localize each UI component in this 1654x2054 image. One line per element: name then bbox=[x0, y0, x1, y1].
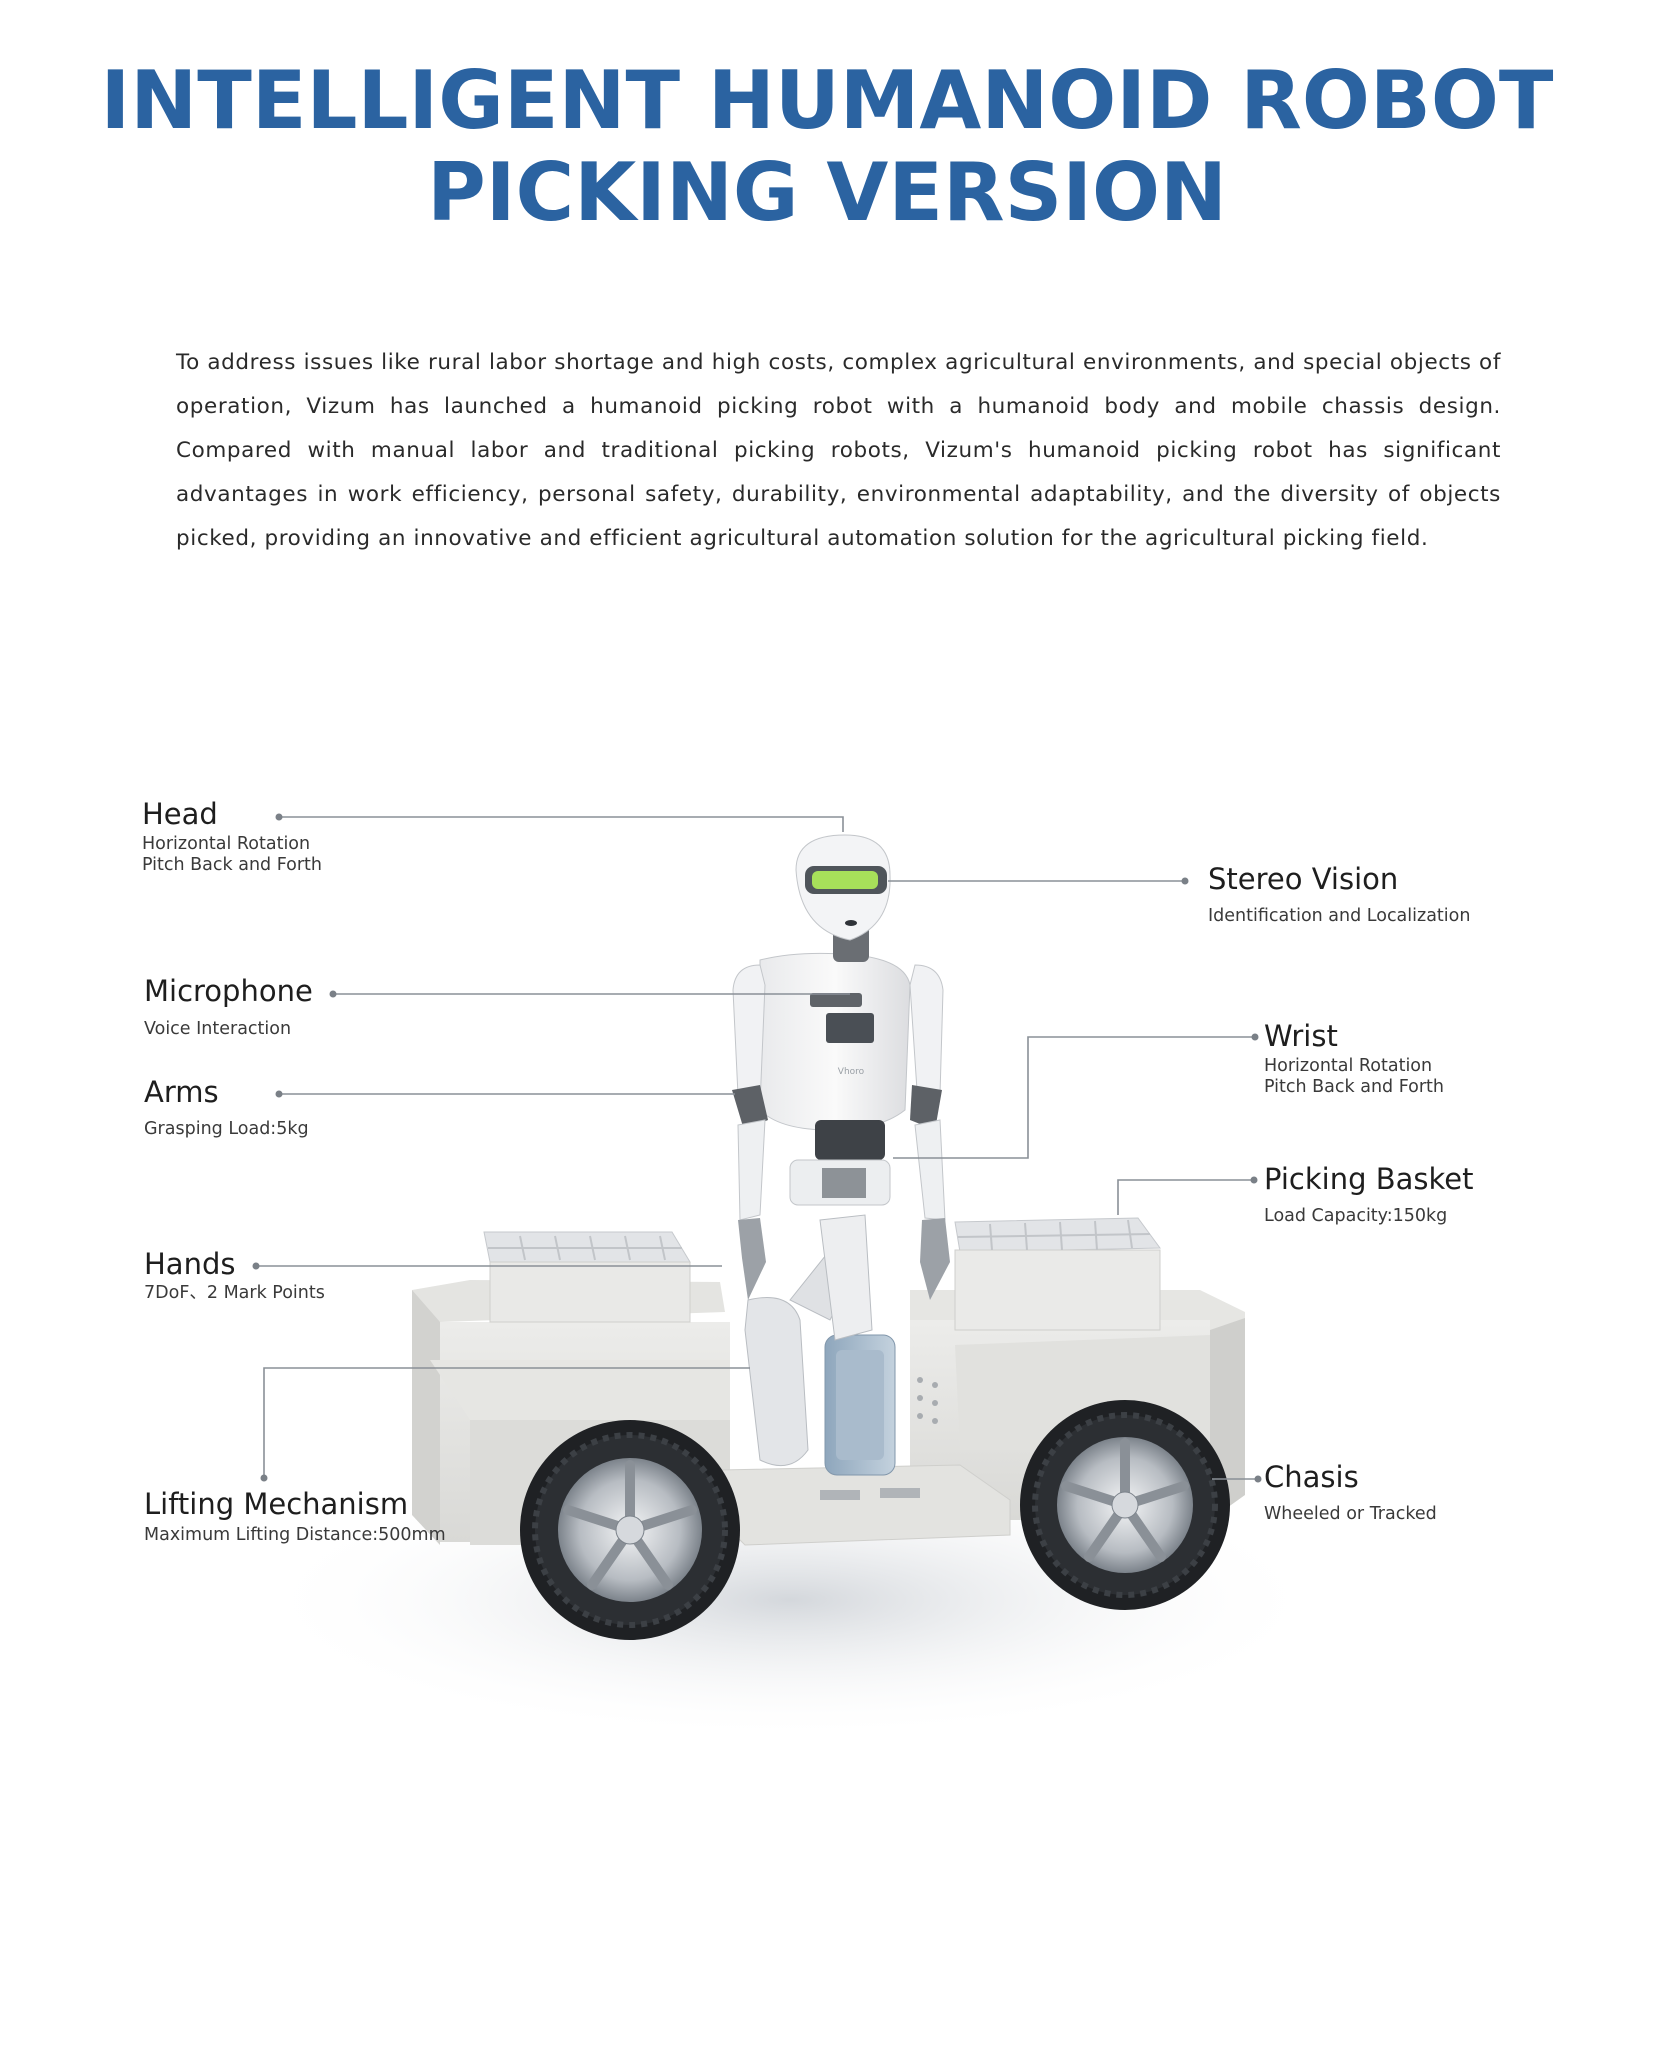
wheel-left bbox=[520, 1420, 740, 1640]
callout-arms-name: Arms bbox=[144, 1075, 219, 1109]
lifting-mechanism bbox=[744, 1214, 896, 1476]
title-line-2: PICKING VERSION bbox=[427, 146, 1227, 239]
basket-left bbox=[483, 1231, 691, 1323]
robot-arm-right bbox=[909, 964, 950, 1300]
callout-wrist: Wrist Horizontal Rotation Pitch Back and… bbox=[1264, 1019, 1444, 1098]
callout-hands-name: Hands bbox=[144, 1247, 236, 1281]
intro-paragraph: To address issues like rural labor short… bbox=[176, 350, 1501, 551]
robot-arm-left bbox=[732, 964, 768, 1300]
callout-head: Head Horizontal Rotation Pitch Back and … bbox=[142, 797, 322, 876]
callout-arms: Arms Grasping Load:5kg bbox=[144, 1075, 309, 1140]
title-line-1: INTELLIGENT HUMANOID ROBOT bbox=[100, 54, 1554, 147]
callout-wrist-sub1: Horizontal Rotation bbox=[1264, 1056, 1433, 1076]
callout-stereo-name: Stereo Vision bbox=[1208, 862, 1399, 896]
callout-chasis: Chasis Wheeled or Tracked bbox=[1264, 1460, 1437, 1525]
wheel-right bbox=[1020, 1400, 1230, 1610]
robot-brand-text: Vhoro bbox=[838, 1067, 865, 1077]
basket-leader bbox=[1117, 1179, 1254, 1215]
callout-stereo-vision: Stereo Vision Identification and Localiz… bbox=[1208, 862, 1470, 927]
callout-arms-sub1: Grasping Load:5kg bbox=[144, 1119, 309, 1139]
callout-lifting-mechanism: Lifting Mechanism Maximum Lifting Distan… bbox=[144, 1487, 446, 1546]
callout-lifting-sub1: Maximum Lifting Distance:500mm bbox=[144, 1525, 446, 1545]
callout-head-sub1: Horizontal Rotation bbox=[142, 834, 311, 854]
page-title: INTELLIGENT HUMANOID ROBOT PICKING VERSI… bbox=[0, 55, 1654, 239]
basket-right bbox=[954, 1217, 1161, 1331]
lifting-leader bbox=[263, 1367, 750, 1478]
leader-dots bbox=[252, 813, 1262, 1483]
callout-chasis-sub1: Wheeled or Tracked bbox=[1264, 1504, 1437, 1524]
callout-basket-sub1: Load Capacity:150kg bbox=[1264, 1206, 1448, 1226]
callout-microphone-sub1: Voice Interaction bbox=[144, 1019, 292, 1039]
callout-wrist-sub2: Pitch Back and Forth bbox=[1264, 1077, 1444, 1097]
leader-lines bbox=[256, 816, 1258, 1480]
callout-lifting-name: Lifting Mechanism bbox=[144, 1487, 409, 1521]
robot-torso: Vhoro bbox=[759, 952, 911, 1206]
head-leader bbox=[279, 816, 844, 832]
callout-head-name: Head bbox=[142, 797, 218, 831]
callout-microphone: Microphone Voice Interaction bbox=[144, 974, 313, 1040]
wrist-leader bbox=[893, 1036, 1255, 1159]
callout-stereo-sub1: Identification and Localization bbox=[1208, 906, 1471, 926]
callout-basket-name: Picking Basket bbox=[1264, 1162, 1474, 1196]
callout-head-sub2: Pitch Back and Forth bbox=[142, 855, 322, 875]
callout-wrist-name: Wrist bbox=[1264, 1019, 1338, 1053]
callout-microphone-name: Microphone bbox=[144, 974, 313, 1008]
chassis-deck bbox=[719, 1464, 1011, 1546]
callout-chasis-name: Chasis bbox=[1264, 1460, 1359, 1494]
callout-picking-basket: Picking Basket Load Capacity:150kg bbox=[1264, 1162, 1473, 1227]
callout-hands-sub1: 7DoF、2 Mark Points bbox=[144, 1283, 325, 1303]
callout-hands: Hands 7DoF、2 Mark Points bbox=[144, 1247, 325, 1304]
robot-head bbox=[795, 834, 891, 962]
